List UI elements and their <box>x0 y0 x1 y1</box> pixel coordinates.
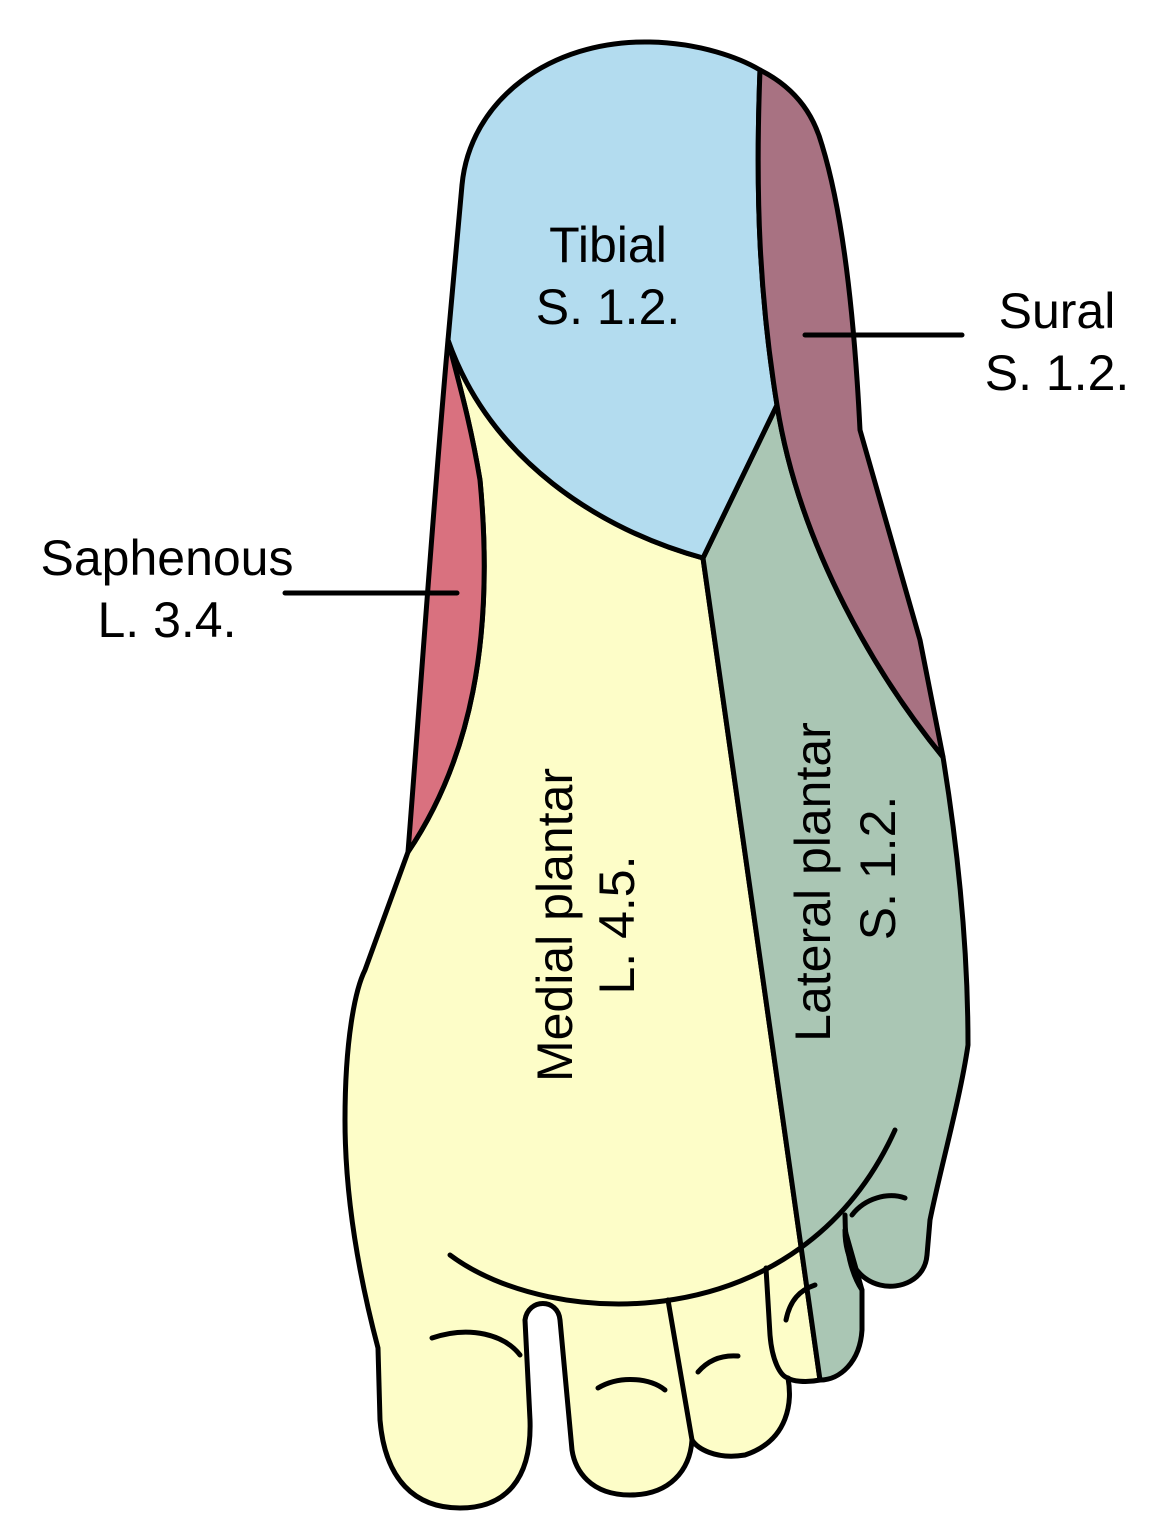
saphenous-roots: L. 3.4. <box>98 592 237 648</box>
medial-plantar-roots: L. 4.5. <box>589 856 645 995</box>
toe-crease <box>595 1377 668 1393</box>
toe-crease <box>849 1193 908 1218</box>
toe-crease <box>429 1329 523 1358</box>
lateral-plantar-label: Lateral plantar <box>785 722 841 1042</box>
saphenous-label: Saphenous <box>40 530 293 586</box>
sural-roots: S. 1.2. <box>985 345 1130 401</box>
tibial-label: Tibial <box>549 217 667 273</box>
lateral-plantar-roots: S. 1.2. <box>850 796 906 941</box>
tibial-roots: S. 1.2. <box>536 279 681 335</box>
medial-plantar-label: Medial plantar <box>527 768 583 1082</box>
toe-gap-line <box>842 1212 865 1293</box>
toe-gap-line <box>763 1265 791 1381</box>
toe-crease <box>695 1353 741 1375</box>
ball-of-foot-arc <box>447 1127 898 1307</box>
sural-region <box>755 67 946 760</box>
toe-crease <box>783 1282 818 1323</box>
toe-gap-line <box>665 1297 695 1443</box>
sural-label: Sural <box>999 283 1116 339</box>
saphenous-region <box>405 337 487 855</box>
